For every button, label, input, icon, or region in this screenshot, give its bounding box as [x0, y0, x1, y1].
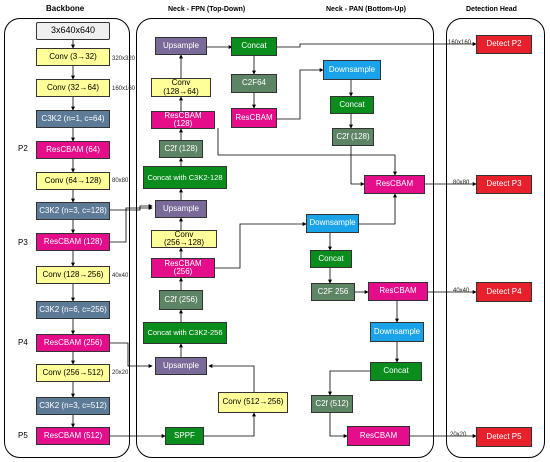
neck-panel [136, 18, 434, 458]
detect-p2: Detect P2 [476, 35, 532, 54]
pan-c2f-128: C2f (128) [332, 128, 374, 146]
p3-label: P3 [18, 238, 28, 247]
pan-rescbam-p5: ResCBAM [347, 426, 410, 446]
p2-label: P2 [18, 144, 28, 153]
fpn-conv-128-64: Conv (128→64) [151, 78, 211, 97]
backbone-c3k2-4: C3K2 (n=3, c=512) [36, 397, 110, 415]
res-label-5: 20x20 [112, 370, 129, 376]
backbone-rescbam-p4: ResCBAM (256) [36, 334, 110, 352]
fpn-upsample-3: Upsample [155, 357, 207, 375]
edge [208, 364, 255, 392]
backbone-rescbam-p3: ResCBAM (128) [36, 233, 110, 251]
edge [209, 222, 307, 269]
head-res-p2: 160x160 [448, 40, 472, 46]
head-res-p5: 20x20 [450, 432, 467, 438]
edge [109, 342, 153, 368]
edge [329, 413, 348, 438]
fpn-c2f64: C2F64 [231, 74, 277, 93]
backbone-c3k2-2: C3K2 (n=3, c=128) [36, 202, 110, 220]
pan-rescbam-p4: ResCBAM [368, 282, 428, 301]
input-node: 3x640x640 [36, 22, 110, 40]
edge [109, 206, 153, 243]
pan-downsample-3: Downsample [370, 322, 424, 342]
pan-concat-1: Concat [330, 96, 374, 114]
fpn-upsample-2: Upsample [155, 200, 207, 218]
backbone-title: Backbone [46, 4, 85, 13]
edge [277, 42, 477, 48]
backbone-rescbam-p2: ResCBAM (64) [36, 141, 110, 159]
fpn-concat-c3k2-128: Concat with C3K2-128 [143, 166, 227, 189]
backbone-conv-2: Conv (32→64) [36, 79, 110, 97]
fpn-sppf: SPPF [165, 427, 204, 445]
backbone-conv-3: Conv (64→128) [36, 172, 110, 190]
edge [359, 193, 397, 225]
backbone-rescbam-p5: ResCBAM (512) [36, 427, 110, 445]
res-label-2: 160x160 [112, 86, 136, 92]
res-label-3: 80x80 [112, 178, 129, 184]
p5-label: P5 [18, 431, 28, 440]
res-label-1: 320x320 [112, 56, 136, 62]
fpn-c2f-256: C2f (256) [159, 290, 203, 310]
edge [277, 68, 324, 120]
fpn-c2f-128: C2f (128) [159, 140, 203, 158]
edge [350, 146, 365, 186]
backbone-c3k2-3: C3K2 (n=6, c=256) [36, 301, 110, 319]
pan-c2f-512: C2f (512) [311, 395, 353, 413]
backbone-panel [4, 18, 130, 458]
head-res-p4: 40x40 [453, 288, 470, 294]
p4-label: P4 [18, 338, 28, 347]
pan-c2f-256: C2F 256 [311, 283, 355, 301]
pan-downsample-2: Downsample [306, 214, 359, 233]
backbone-c3k2-1: C3K2 (n=1, c=64) [36, 110, 110, 128]
head-res-p3: 80x80 [453, 180, 470, 186]
res-label-4: 40x40 [112, 273, 129, 279]
fpn-conv-256-128: Conv (256→128) [151, 230, 217, 248]
detect-p3: Detect P3 [476, 175, 532, 194]
fpn-rescbam-out: ResCBAM [231, 108, 277, 128]
fpn-title: Neck - FPN (Top-Down) [168, 6, 246, 13]
detect-p4: Detect P4 [476, 282, 532, 302]
edge [204, 412, 256, 437]
fpn-rescbam-128: ResCBAM (128) [151, 111, 215, 129]
pan-concat-2: Concat [310, 250, 352, 268]
edge [328, 370, 370, 396]
head-title: Detection Head [466, 6, 517, 13]
edge [217, 128, 397, 176]
fpn-concat-c3k2-256: Concat with C3K2-256 [143, 322, 227, 344]
pan-rescbam-p3: ResCBAM [364, 175, 425, 194]
pan-concat-3: Concat [370, 362, 422, 381]
edge [109, 204, 153, 211]
pan-downsample-1: Downsample [323, 60, 381, 80]
fpn-rescbam-256: ResCBAM (256) [151, 258, 215, 278]
backbone-conv-5: Conv (256→512) [36, 364, 110, 382]
fpn-concat-1: Concat [231, 37, 277, 56]
fpn-conv-512-256: Conv (512→256) [218, 392, 288, 413]
pan-title: Neck - PAN (Bottom-Up) [326, 6, 406, 13]
backbone-conv-1: Conv (3→32) [36, 48, 110, 66]
head-panel [446, 18, 545, 458]
fpn-upsample-1: Upsample [155, 37, 207, 55]
detect-p5: Detect P5 [476, 427, 532, 447]
backbone-conv-4: Conv (128→256) [36, 266, 110, 284]
